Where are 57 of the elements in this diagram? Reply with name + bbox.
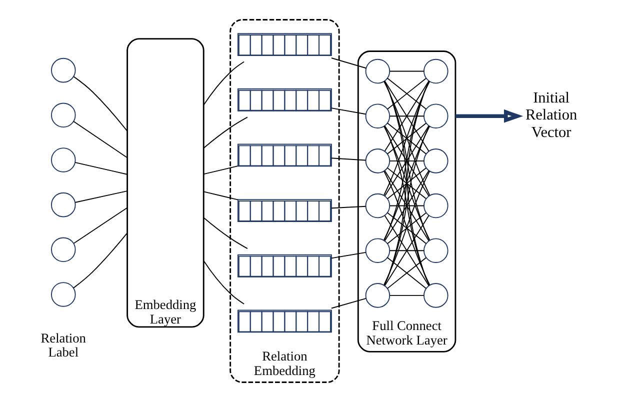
connector [74,190,128,203]
connector [388,70,424,72]
connector [72,232,127,288]
node-circle [364,193,390,218]
connector [330,206,366,209]
connector [330,58,366,69]
connector [388,160,424,162]
connector [388,205,424,206]
connector [386,122,426,154]
connector [202,191,238,200]
connector [202,217,248,250]
node-circle [423,104,448,128]
connector [72,76,128,132]
node-circle [423,58,448,84]
connector [383,126,430,286]
connector [383,80,430,196]
connector [330,298,366,309]
connector [388,250,424,252]
connector [202,166,238,175]
connector [386,257,426,289]
node-circle [50,282,76,307]
connector [383,80,430,286]
connector [383,80,430,241]
cluster: Relation Embedding [229,19,340,383]
connector [202,61,244,106]
connector [330,108,366,115]
cluster: Full Connect Network Layer [356,50,456,352]
node-circle [50,237,76,262]
node-circle [364,104,390,128]
connector [384,170,429,242]
connector [388,116,424,117]
connector [74,162,128,175]
connector [388,294,424,296]
connector [330,252,366,259]
connector [330,158,366,161]
node-circle [50,192,76,218]
node-circle [423,283,448,308]
node-circle [423,238,448,263]
node-circle [50,58,76,83]
node-circle [364,148,390,174]
node-circle [364,58,390,84]
node-circle [50,102,76,128]
node-circle [364,238,390,263]
connector [72,120,127,158]
node-circle [50,148,76,172]
node-text: Initial Relation Vector [524,90,577,141]
connector [383,170,430,286]
connector [383,126,430,240]
node-circle [364,283,390,308]
connector [202,260,244,304]
connector [72,207,128,244]
node-box: Embedding Layer [126,38,204,328]
node-circle [423,193,448,218]
label: Relation Label [40,330,86,360]
arrow [454,109,523,123]
node-circle [423,148,448,174]
connector [202,116,248,148]
